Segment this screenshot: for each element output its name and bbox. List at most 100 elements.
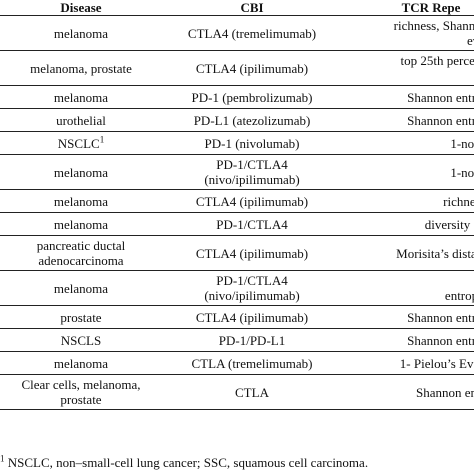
disease-text: melanoma (53, 216, 109, 232)
header-tcr-repertoire: TCR Repe (342, 0, 474, 16)
cbi-text: CTLA4 (ipilimumab) (195, 309, 309, 325)
cbi-text: CTLA (235, 384, 269, 400)
table-row: melanoma CTLA4 (tremelimumab) richness, Sh… (0, 15, 474, 51)
cbi-text: CTLA4 (tremelimumab) (187, 25, 317, 41)
cell-disease: urothelial (0, 108, 162, 132)
cbi-text: PD-L1 (atezolizumab) (193, 112, 311, 128)
cbi-text: PD-1 (pembrolizumab) (191, 89, 313, 105)
footnote-marker: 1 (0, 453, 5, 464)
tcr-text: 1-normal (450, 135, 474, 151)
cell-disease: melanoma (0, 212, 162, 236)
cell-tcr: Shannon entropy, (342, 305, 474, 329)
cell-disease: NSCLC1 (0, 131, 162, 155)
table-row: prostate CTLA4 (ipilimumab) Shannon entrop… (0, 305, 474, 329)
tcr-text: diversity even (424, 216, 474, 232)
header-disease: Disease (0, 0, 162, 16)
cell-cbi: PD-1 (nivolumab) (162, 131, 342, 155)
cbi-text: (nivo/ipilimumab) (204, 172, 300, 187)
cell-disease: melanoma (0, 351, 162, 375)
cell-tcr: richness, e (342, 189, 474, 213)
cell-disease: melanoma (0, 270, 162, 306)
tcr-text: Shannon entropy, (407, 309, 474, 325)
cell-cbi: PD-L1 (atezolizumab) (162, 108, 342, 132)
tcr-text: 1-normal (450, 164, 474, 180)
cell-cbi: CTLA4 (tremelimumab) (162, 15, 342, 51)
cell-cbi: PD-1/CTLA4(nivo/ipilimumab) (162, 154, 342, 190)
cell-disease: Clear cells, melanoma,prostate (0, 374, 162, 410)
cbi-text: PD-1/CTLA4 (216, 216, 288, 232)
tcr-repertoire-table: Disease CBI TCR Repe melanoma CTLA4 (trem… (0, 0, 474, 410)
table-row: melanoma PD-1/CTLA4 diversity even (0, 212, 474, 236)
table-row: melanomaPD-1/CTLA4(nivo/ipilimumab)Shent… (0, 270, 474, 306)
cell-tcr: top 25th percentiledi (342, 50, 474, 86)
cell-tcr: Morisita’s distance, (342, 235, 474, 271)
disease-text: NSCLS (60, 332, 102, 348)
cell-disease: melanoma (0, 15, 162, 51)
table-row: urothelial PD-L1 (atezolizumab) Shannon en… (0, 108, 474, 132)
cell-cbi: CTLA4 (ipilimumab) (162, 189, 342, 213)
header-cbi: CBI (162, 0, 342, 16)
cell-tcr: Shannon entropy, (342, 85, 474, 109)
disease-text: melanoma (53, 89, 109, 105)
tcr-text: 1- Pielou’s Evenne (399, 355, 474, 371)
cell-cbi: CTLA4 (ipilimumab) (162, 235, 342, 271)
tcr-text: Shannon entropy, (407, 112, 474, 128)
cbi-text: PD-1/PD-L1 (218, 332, 286, 348)
tcr-text: evenn (466, 33, 474, 48)
cbi-text: CTLA4 (ipilimumab) (195, 193, 309, 209)
cell-tcr: richness, Shannon devenn (342, 15, 474, 51)
cell-disease: melanoma (0, 85, 162, 109)
tcr-text: richness, Shannon d (393, 18, 474, 33)
cell-tcr: 1-normal (342, 131, 474, 155)
cell-cbi: PD-1/CTLA4 (162, 212, 342, 236)
tcr-text: richness, e (443, 193, 474, 209)
disease-text: Clear cells, melanoma, (21, 377, 141, 392)
table-row: melanoma CTLA4 (ipilimumab) richness, e (0, 189, 474, 213)
cell-disease: prostate (0, 305, 162, 329)
cbi-text: PD-1/CTLA4 (216, 273, 288, 288)
cell-cbi: CTLA4 (ipilimumab) (162, 305, 342, 329)
header-row: Disease CBI TCR Repe (0, 0, 474, 16)
disease-text: pancreatic ductal (36, 238, 126, 253)
cell-tcr: Shentropy, T (342, 270, 474, 306)
cbi-text: CTLA4 (ipilimumab) (195, 245, 309, 261)
disease-text: melanoma (53, 164, 109, 180)
disease-text: melanoma (53, 193, 109, 209)
disease-text: melanoma, prostate (30, 60, 132, 76)
disease-text: melanoma (53, 355, 109, 371)
tcr-text: Shannon entropy, (407, 332, 474, 348)
disease-text: adenocarcinoma (38, 253, 124, 268)
cbi-text: PD-1 (nivolumab) (204, 135, 300, 151)
cell-tcr: 1- Pielou’s Evenne (342, 351, 474, 375)
cell-cbi: PD-1/PD-L1 (162, 328, 342, 352)
cell-tcr: Shannon entropy, (342, 328, 474, 352)
table-row: melanoma CTLA (tremelimumab) 1- Pielou’s E… (0, 351, 474, 375)
table-row: melanoma PD-1 (pembrolizumab) Shannon entr… (0, 85, 474, 109)
cell-tcr: 1-normal (342, 154, 474, 190)
cell-disease: melanoma (0, 154, 162, 190)
cbi-text: PD-1/CTLA4 (216, 157, 288, 172)
cell-cbi: CTLA (tremelimumab) (162, 351, 342, 375)
cell-disease: melanoma, prostate (0, 50, 162, 86)
tcr-text: top 25th percentile (400, 53, 474, 68)
cell-disease: NSCLS (0, 328, 162, 352)
cell-cbi: PD-1 (pembrolizumab) (162, 85, 342, 109)
footnote: 1 NSCLC, non–small-cell lung cancer; SSC… (0, 454, 474, 472)
footnote-ref: 1 (99, 134, 105, 145)
cell-tcr: diversity even (342, 212, 474, 236)
cell-cbi: CTLA4 (ipilimumab) (162, 50, 342, 86)
table-row: NSCLC1 PD-1 (nivolumab) 1-normal (0, 131, 474, 155)
footnote-text: NSCLC, non–small-cell lung cancer; SSC, … (4, 455, 369, 470)
disease-text: NSCLC (57, 135, 100, 151)
cbi-text: CTLA (tremelimumab) (191, 355, 313, 371)
disease-text: prostate (60, 309, 102, 325)
disease-text: melanoma (53, 25, 109, 41)
disease-text: prostate (60, 392, 102, 407)
disease-text: melanoma (53, 280, 109, 296)
tcr-text: Morisita’s distance, (396, 245, 474, 261)
tcr-text: entropy, T (444, 288, 474, 303)
table-body: melanoma CTLA4 (tremelimumab) richness, Sh… (0, 15, 474, 410)
